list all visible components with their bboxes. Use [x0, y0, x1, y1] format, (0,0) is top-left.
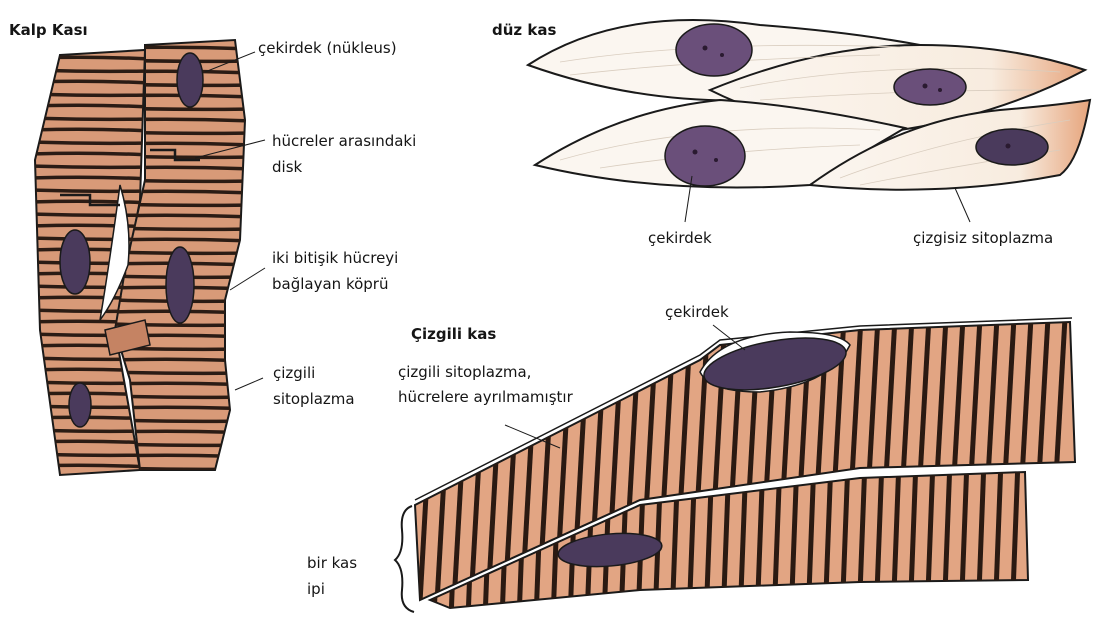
smooth-nucleus-label: çekirdek — [648, 228, 712, 248]
cardiac-striated-label: çizgili sitoplazma — [273, 360, 355, 412]
smooth-nucleus-2 — [894, 69, 966, 105]
striation-band — [30, 81, 150, 83]
striation-band — [757, 460, 763, 620]
striation-band — [30, 225, 150, 227]
skeletal-fiber-label: bir kas ipi — [307, 550, 357, 602]
striation-band — [30, 70, 150, 71]
striation-band — [30, 57, 150, 59]
striation-band — [30, 177, 150, 179]
cardiac-nucleus-4 — [69, 383, 91, 427]
striation-band — [30, 129, 150, 131]
striation-band — [110, 47, 250, 49]
striation-band — [791, 460, 797, 620]
striation-band — [774, 460, 780, 620]
striation-band — [30, 118, 150, 119]
skeletal-title: Çizgili kas — [411, 324, 496, 344]
fiber-brace — [395, 506, 414, 612]
cardiac-bridge-label: iki bitişik hücreyi bağlayan köprü — [272, 245, 398, 297]
smooth-muscle-cells — [528, 20, 1090, 190]
smooth-nucleus-1 — [676, 24, 752, 76]
cardiac-title: Kalp Kası — [9, 20, 88, 40]
striation-band — [30, 153, 150, 155]
smooth-nucleus-4 — [976, 129, 1048, 165]
skeletal-nucleus-label: çekirdek — [665, 302, 729, 322]
skeletal-muscle-fibers — [402, 300, 1075, 620]
cardiac-nucleus-2 — [60, 230, 90, 294]
cardiac-nucleus-label: çekirdek (nükleus) — [258, 38, 397, 58]
striation-band — [402, 300, 420, 620]
striation-band — [110, 372, 250, 373]
striation-band — [110, 359, 250, 361]
cardiac-nucleus-3 — [166, 247, 194, 323]
smooth-cytoplasm-label: çizgisiz sitoplazma — [913, 228, 1053, 248]
striation-band — [30, 214, 150, 215]
striation-band — [30, 190, 150, 191]
cardiac-disc-label: hücreler arasındaki disk — [272, 128, 416, 180]
striation-band — [110, 407, 250, 409]
cardiac-nucleus-1 — [177, 53, 203, 107]
striation-band — [30, 166, 150, 167]
striation-band — [30, 441, 150, 443]
striation-band — [30, 454, 150, 455]
striation-band — [30, 94, 150, 95]
striation-band — [30, 417, 150, 419]
striation-band — [30, 105, 150, 107]
smooth-title: düz kas — [492, 20, 556, 40]
striation-band — [110, 383, 250, 385]
striation-band — [30, 142, 150, 143]
cardiac-muscle-cells — [30, 40, 250, 475]
smooth-nucleus-3 — [665, 126, 745, 186]
striation-band — [30, 430, 150, 431]
skeletal-cytoplasm-label: çizgili sitoplazma, hücrelere ayrılmamış… — [398, 360, 573, 410]
striation-band — [30, 465, 150, 467]
